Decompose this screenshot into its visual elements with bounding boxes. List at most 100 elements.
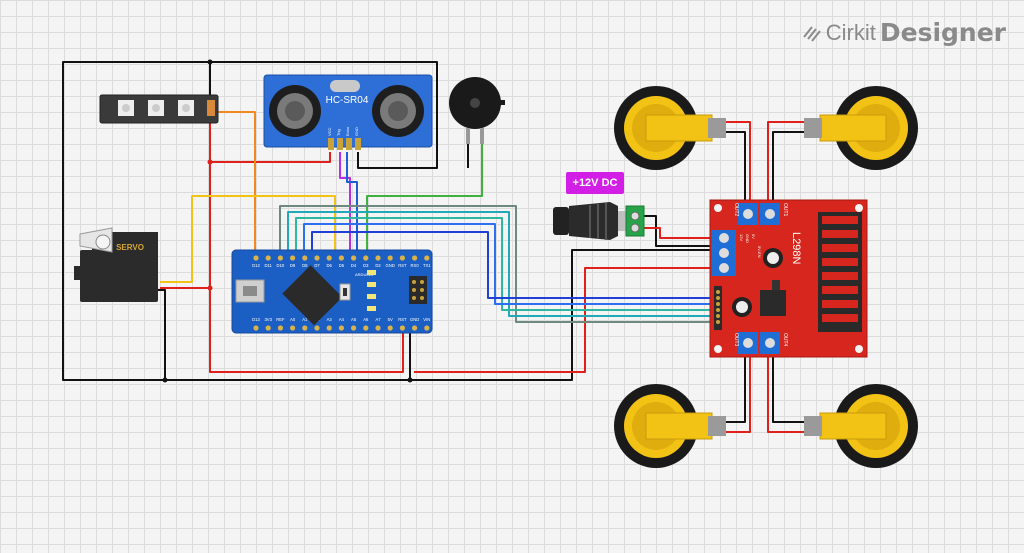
nano-pin[interactable] (326, 255, 332, 261)
led-pixel (178, 100, 194, 116)
nano-pin[interactable] (424, 325, 430, 331)
dc-power-jack[interactable] (553, 202, 645, 240)
motor-top-right[interactable] (804, 86, 918, 170)
label-12v: 12V (739, 234, 744, 241)
wire-vcc-servo[interactable] (160, 162, 211, 289)
wire-12v[interactable] (414, 267, 716, 373)
ultrasonic-pins (328, 138, 361, 150)
terminal-out4 (760, 332, 780, 354)
wire-vin[interactable] (209, 288, 404, 373)
wire-echo[interactable] (346, 152, 358, 258)
nano-pin-label: RST (398, 317, 407, 322)
nano-pin-label: D3 (363, 263, 369, 268)
nano-pin[interactable] (412, 325, 418, 331)
wire-m4-black[interactable] (772, 350, 805, 423)
nano-pin[interactable] (338, 325, 344, 331)
wire-strip-data[interactable] (213, 111, 256, 258)
label-out3: OUT3 (733, 333, 739, 347)
nano-pin[interactable] (290, 255, 296, 261)
heatsink (818, 212, 862, 332)
led-strip[interactable] (99, 94, 219, 124)
servo-label: SERVO (116, 243, 144, 252)
motor-bottom-left[interactable] (614, 384, 726, 468)
brand-name: Designer (879, 18, 1006, 47)
wire-gnd-loop[interactable] (62, 61, 211, 381)
brand-logo: Cirkit Designer (802, 18, 1006, 47)
nano-pin[interactable] (265, 325, 271, 331)
wire-m4-red[interactable] (767, 350, 805, 433)
nano-pin-label: 5V (388, 317, 393, 322)
ultrasonic-sensor[interactable]: HC-SR04 VCC Trig Echo GND (263, 74, 433, 150)
wire-12v-in[interactable] (633, 227, 716, 239)
nano-pin[interactable] (265, 255, 271, 261)
nano-pin-label: GND (410, 317, 419, 322)
wire-m3-red[interactable] (724, 350, 751, 433)
wire-gnd-power[interactable] (633, 215, 716, 247)
nano-pin-label: D12 (252, 263, 260, 268)
nano-pin[interactable] (399, 255, 405, 261)
wire-m1-red[interactable] (724, 121, 751, 206)
nano-pin[interactable] (424, 255, 430, 261)
nano-pin[interactable] (351, 325, 357, 331)
nano-pin[interactable] (302, 325, 308, 331)
wire-in-teal[interactable] (287, 211, 718, 317)
l298n-driver[interactable]: L298N OUT2 OUT1 OUT3 OUT4 12V GND 5V 5V-… (709, 199, 868, 358)
nano-pin[interactable] (277, 325, 283, 331)
nano-pin-label: D6 (327, 263, 333, 268)
nano-pin[interactable] (387, 255, 393, 261)
servo-motor[interactable]: SERVO (74, 227, 158, 302)
nano-pin[interactable] (338, 255, 344, 261)
wire-in-blue2[interactable] (303, 223, 718, 305)
motor-top-left[interactable] (614, 86, 726, 170)
wire-m2-black[interactable] (772, 131, 805, 206)
wire-m2-red[interactable] (767, 121, 805, 206)
wire-in-navy[interactable] (311, 231, 718, 299)
wire-m1-black[interactable] (724, 131, 746, 206)
wire-in-cyan[interactable] (295, 217, 718, 311)
label-out2: OUT2 (733, 203, 739, 217)
nano-pin[interactable] (363, 325, 369, 331)
nano-pin-label: D13 (252, 317, 260, 322)
nano-pin-label: GND (386, 263, 395, 268)
nano-pin[interactable] (326, 325, 332, 331)
nano-pin-label: D11 (265, 263, 273, 268)
nano-leds (367, 270, 376, 311)
driver-input-pins (714, 286, 722, 330)
wire-vcc-strip[interactable] (209, 112, 331, 163)
wires (62, 61, 805, 433)
nano-pin[interactable] (399, 325, 405, 331)
nano-pin[interactable] (290, 325, 296, 331)
nano-pin[interactable] (253, 325, 259, 331)
nano-pin[interactable] (375, 255, 381, 261)
nano-pin[interactable] (314, 255, 320, 261)
wire-m3-black[interactable] (724, 350, 746, 423)
nano-pin[interactable] (412, 255, 418, 261)
nano-pin-label: TX1 (423, 263, 431, 268)
nano-pin-label: RST (398, 263, 407, 268)
motor-bottom-right[interactable] (804, 384, 918, 468)
nano-pin[interactable] (253, 255, 259, 261)
nano-pin-label: A3 (327, 317, 333, 322)
label-5v: 5V (751, 234, 756, 239)
nano-pin[interactable] (302, 255, 308, 261)
nano-pin-label: REF (276, 317, 285, 322)
pin-vcc: VCC (327, 127, 332, 136)
wire-in-gray[interactable] (279, 205, 718, 323)
nano-pin[interactable] (363, 255, 369, 261)
nano-pin[interactable] (314, 325, 320, 331)
nano-pin[interactable] (375, 325, 381, 331)
wire-servo-signal[interactable] (160, 195, 336, 283)
nano-pin[interactable] (351, 255, 357, 261)
terminal-power (712, 230, 736, 276)
wire-gnd-sensor[interactable] (210, 61, 438, 169)
power-label: +12V DC (566, 172, 624, 194)
nano-pin[interactable] (277, 255, 283, 261)
terminal-out3 (738, 332, 758, 354)
wire-buzzer[interactable] (366, 143, 483, 258)
terminal-out1 (760, 203, 780, 225)
buzzer[interactable] (449, 77, 505, 144)
nano-pin[interactable] (387, 325, 393, 331)
